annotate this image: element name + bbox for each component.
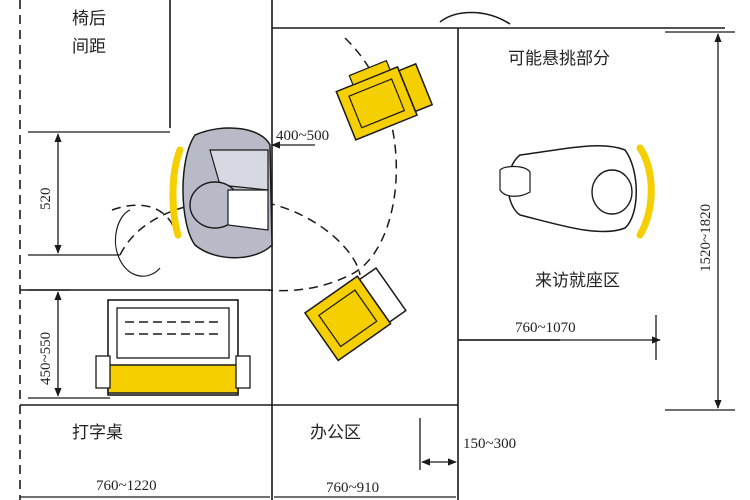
dim-text-150-300: 150~300 <box>463 436 516 452</box>
label-overhang: 可能悬挑部分 <box>508 49 610 69</box>
label-chair-gap-line2: 间距 <box>72 37 106 57</box>
dim-text-450-550: 450~550 <box>38 332 54 385</box>
label-office-zone: 办公区 <box>310 423 361 443</box>
swing-arc-outer <box>267 37 397 292</box>
partition-lines <box>19 0 725 500</box>
office-worker <box>115 127 273 277</box>
dimension-lines <box>20 31 735 498</box>
dim-text-760-1220: 760~1220 <box>96 478 157 494</box>
swing-arc-small <box>111 204 176 231</box>
label-chair-gap-line1: 椅后 <box>72 9 106 29</box>
labels: 椅后 间距 可能悬挑部分 来访就座区 打字桌 办公区 400~500 520 4… <box>38 9 714 496</box>
dim-text-400-500: 400~500 <box>276 128 329 144</box>
dim-text-1520-1820: 1520~1820 <box>698 204 714 272</box>
label-visitor-zone: 来访就座区 <box>535 271 620 291</box>
dim-text-760-910: 760~910 <box>326 480 379 496</box>
door-arc <box>439 11 511 25</box>
visitor-chair-top <box>335 59 434 141</box>
visitor-figure <box>499 144 655 239</box>
typing-desk <box>95 299 251 396</box>
dim-text-520: 520 <box>38 188 54 211</box>
label-typing-desk: 打字桌 <box>72 423 123 443</box>
visitor-chair-bottom <box>303 266 407 362</box>
dim-text-760-1070: 760~1070 <box>515 320 576 336</box>
